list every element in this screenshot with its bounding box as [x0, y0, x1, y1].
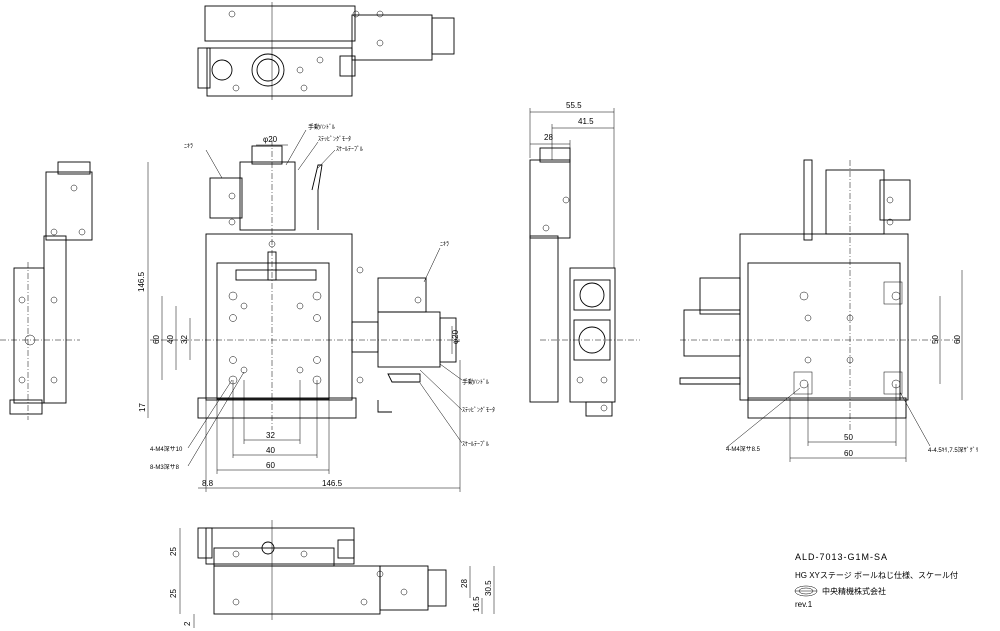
- company-name: 中央精機株式会社: [822, 586, 886, 596]
- label-holes-m3-depth8: 8-M3深サ8: [150, 463, 180, 471]
- bottom-view: [179, 520, 495, 628]
- dim-17: 17: [138, 403, 147, 412]
- dim-50-horizontal: 50: [844, 433, 853, 442]
- dim-32-vertical: 32: [180, 335, 189, 344]
- front-view: [147, 129, 463, 492]
- dim-phi20-top: φ20: [263, 135, 278, 144]
- dim-30-5: 30.5: [484, 580, 493, 596]
- annotation-labels: ﾆｷﾗ 手動ﾊﾝﾄﾞﾙ ｽﾃｯﾋﾟﾝｸﾞﾓｰﾀ ｽｹｰﾙﾃｰﾌﾟﾙ ﾆｷﾗ 手動…: [150, 123, 979, 471]
- dim-28: 28: [544, 133, 553, 142]
- dim-50-vertical: 50: [931, 335, 940, 344]
- dim-28-b: 28: [460, 579, 469, 588]
- label-nekira-1: ﾆｷﾗ: [184, 143, 193, 150]
- label-stepping-motor-1: ｽﾃｯﾋﾟﾝｸﾞﾓｰﾀ: [318, 136, 351, 143]
- model-number: ALD-7013-G1M-SA: [795, 552, 888, 562]
- dim-60-horizontal: 60: [266, 461, 275, 470]
- left-side-view: [0, 161, 93, 420]
- dim-25-b: 25: [169, 589, 178, 598]
- label-scale-tape-2: ｽｹｰﾙﾃｰﾌﾟﾙ: [462, 441, 489, 448]
- title-block: ALD-7013-G1M-SA HG XYステージ ボールねじ仕様、スケール付 …: [794, 552, 958, 609]
- top-view: [197, 2, 455, 100]
- label-holes-m4-depth85: 4-M4深サ8.5: [726, 445, 761, 453]
- dim-8-8: 8.8: [202, 479, 214, 488]
- right-side-view: [529, 108, 640, 417]
- dim-height-1465: 146.5: [137, 271, 146, 292]
- dim-40-horizontal: 40: [266, 446, 275, 455]
- revision: rev.1: [795, 600, 813, 609]
- product-description: HG XYステージ ボールねじ仕様、スケール付: [795, 570, 958, 580]
- label-holes-counterbore: 4-4.5ｷﾘ,7.5深ｻﾞｸﾞﾘ: [928, 446, 979, 454]
- dim-55-5: 55.5: [566, 101, 582, 110]
- label-nekira-2: ﾆｷﾗ: [440, 241, 449, 248]
- dim-25-a: 25: [169, 547, 178, 556]
- dimension-texts: φ20 φ20 146.5 60 40 32 17 32 40 60 8.8 1…: [137, 101, 962, 626]
- label-handle-2: 手動ﾊﾝﾄﾞﾙ: [462, 378, 489, 386]
- dim-2: 2: [183, 621, 192, 626]
- dim-60-vertical-right: 60: [953, 335, 962, 344]
- label-handle-1: 手動ﾊﾝﾄﾞﾙ: [308, 123, 335, 131]
- rear-view: [679, 159, 963, 462]
- dim-32-horizontal: 32: [266, 431, 275, 440]
- dim-1465-horizontal: 146.5: [322, 479, 343, 488]
- label-holes-m4-depth10: 4-M4深サ10: [150, 445, 183, 453]
- label-stepping-motor-2: ｽﾃｯﾋﾟﾝｸﾞﾓｰﾀ: [462, 407, 495, 414]
- dim-40-vertical: 40: [166, 335, 175, 344]
- dim-phi20-side: φ20: [451, 329, 460, 344]
- dim-60-vertical: 60: [152, 335, 161, 344]
- dim-41-5: 41.5: [578, 117, 594, 126]
- dim-60-horizontal-right: 60: [844, 449, 853, 458]
- company-logo-icon: [794, 585, 818, 597]
- dim-16-5: 16.5: [472, 596, 481, 612]
- label-scale-tape-1: ｽｹｰﾙﾃｰﾌﾟﾙ: [336, 146, 363, 153]
